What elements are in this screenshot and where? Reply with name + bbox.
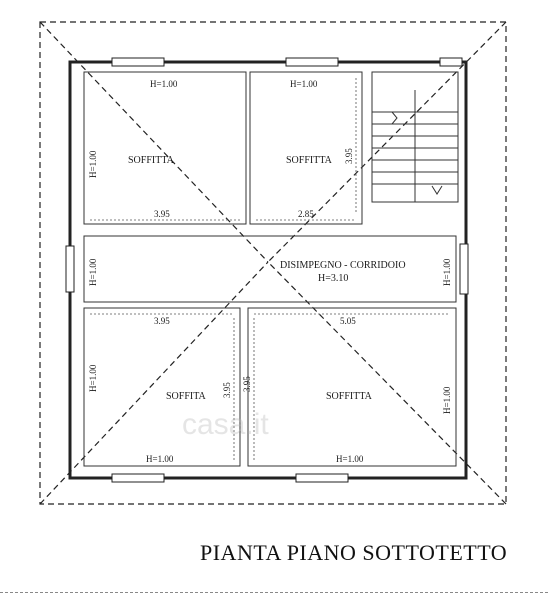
- corridor-height: H=3.10: [318, 273, 348, 284]
- roof-ridge-se: [267, 261, 507, 505]
- roof-ridge-ne: [267, 21, 507, 263]
- dim-top-right-depth: 3.95: [344, 148, 354, 164]
- dim-top-left-width: 3.95: [154, 209, 170, 219]
- height-bottom-left-bottom: H=1.00: [146, 454, 174, 464]
- page-divider: [0, 592, 548, 593]
- window-bottom-left: [111, 473, 165, 483]
- dim-top-right-width: 2.85: [298, 209, 314, 219]
- roof-outline: [39, 21, 507, 505]
- window-corridor-right: [459, 243, 469, 295]
- height-corridor-left: H=1.00: [88, 258, 98, 286]
- room-bottom-left-walls: [83, 307, 241, 467]
- dim-bottom-right-depth: 3.95: [242, 376, 252, 392]
- roof-ridge-sw: [39, 261, 269, 505]
- corridor-walls: [83, 235, 457, 303]
- room-top-left-walls: [83, 71, 247, 225]
- height-bottom-right-side: H=1.00: [442, 386, 452, 414]
- height-top-left-top: H=1.00: [150, 79, 178, 89]
- height-top-right-top: H=1.00: [290, 79, 318, 89]
- room-bottom-left-name: SOFFITA: [166, 391, 207, 402]
- window-top-left: [111, 57, 165, 67]
- plan-title: PIANTA PIANO SOTTOTETTO: [200, 540, 508, 565]
- window-corridor-left: [65, 245, 75, 293]
- dim-bottom-right-width: 5.05: [340, 316, 356, 326]
- dim-bottom-left-depth: 3.95: [222, 382, 232, 398]
- watermark: casa.it: [182, 408, 269, 441]
- height-bottom-left-side: H=1.00: [88, 364, 98, 392]
- dim-bottom-left-width: 3.95: [154, 316, 170, 326]
- corridor-name: DISIMPEGNO - CORRIDOIO: [280, 260, 406, 271]
- room-top-right-name: SOFFITTA: [286, 155, 333, 166]
- height-top-left-side: H=1.00: [88, 150, 98, 178]
- height-corridor-right: H=1.00: [442, 258, 452, 286]
- stair-steps: [372, 90, 458, 202]
- height-bottom-right-bottom: H=1.00: [336, 454, 364, 464]
- room-top-right-walls: [249, 71, 363, 225]
- room-top-left-name: SOFFITTA: [128, 155, 175, 166]
- room-bottom-right-walls: [247, 307, 457, 467]
- window-top-right: [285, 57, 339, 67]
- window-bottom-right: [295, 473, 349, 483]
- window-top-stair: [439, 57, 463, 67]
- room-bottom-right-name: SOFFITTA: [326, 391, 373, 402]
